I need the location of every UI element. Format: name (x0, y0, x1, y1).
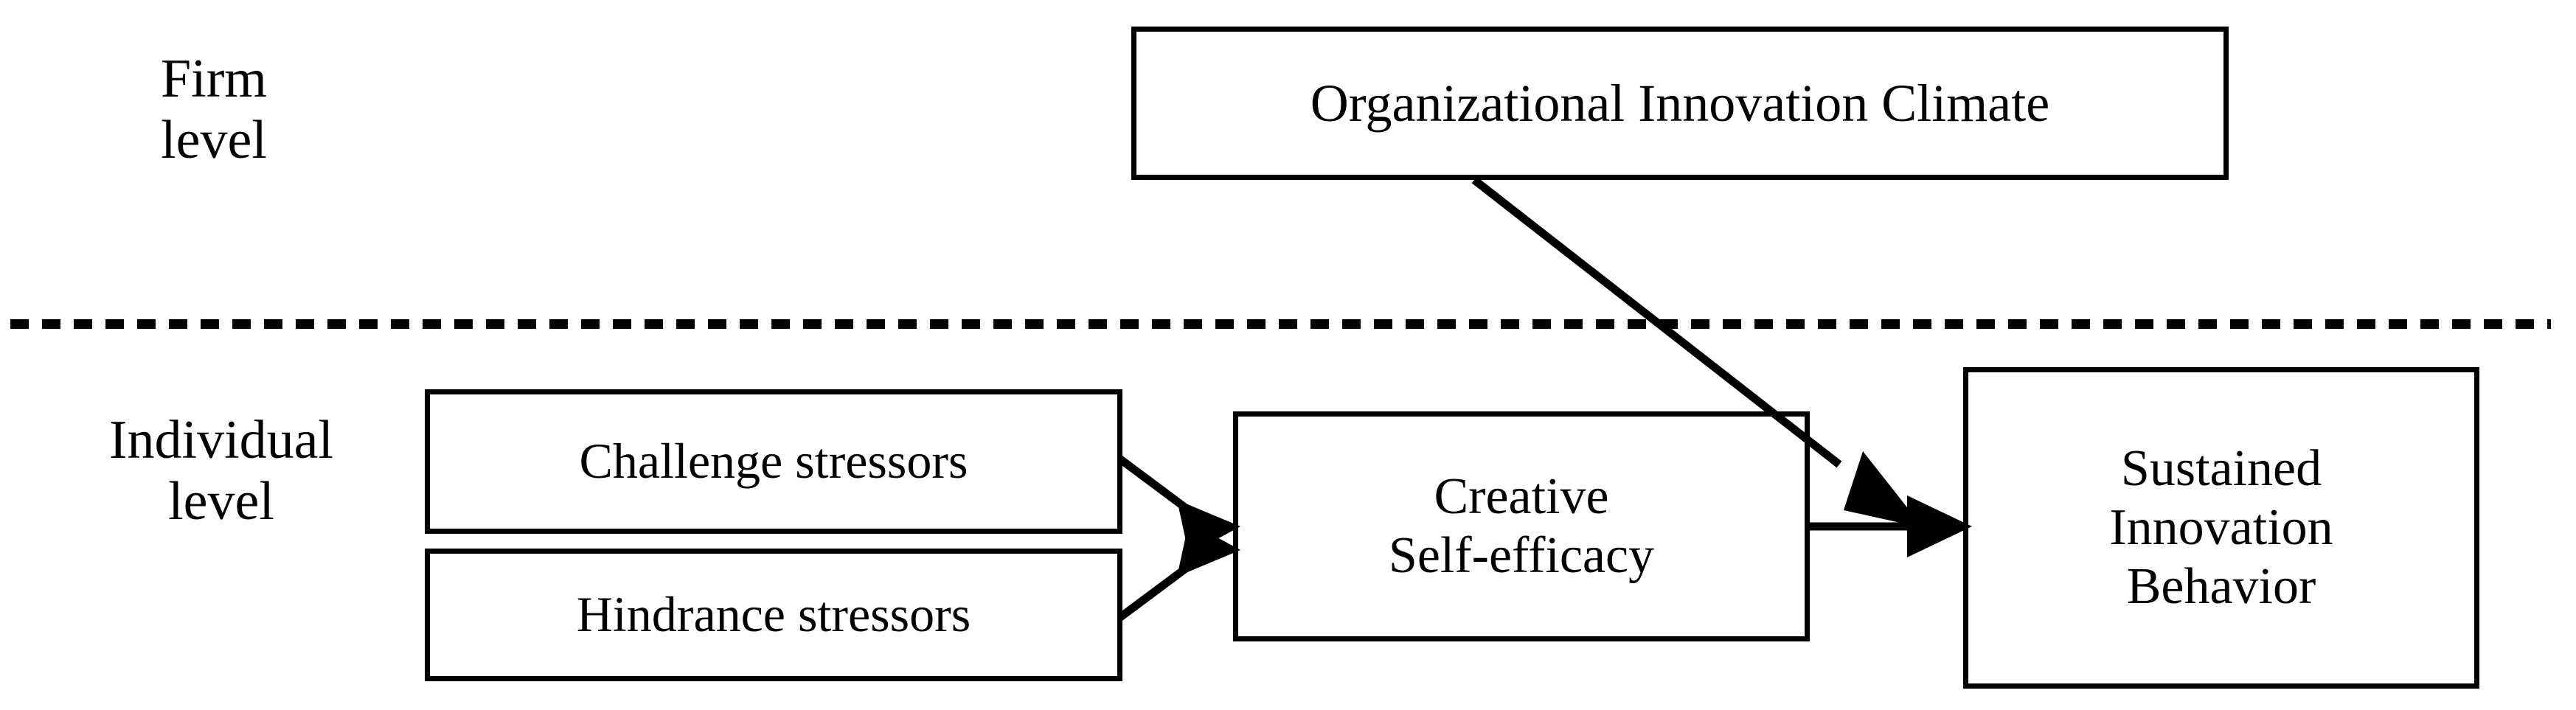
edge-creative-self-efficacy-to-sustained-innovation-behavior (1810, 495, 1972, 557)
node-label-hindrance-stressors: Hindrance stressors (576, 586, 971, 643)
node-sustained-innovation-behavior[interactable]: Sustained Innovation Behavior (1963, 367, 2479, 689)
node-label-creative-self-efficacy: Creative Self-efficacy (1388, 468, 1655, 584)
node-label-organizational-innovation-climate: Organizational Innovation Climate (1310, 73, 2050, 133)
edge-challenge-to-creative-self-efficacy (1117, 455, 1240, 554)
firm-level-label: Firm level (161, 49, 267, 170)
individual-level-label: Individual level (108, 410, 334, 532)
node-challenge-stressors[interactable]: Challenge stressors (425, 389, 1122, 534)
node-label-sustained-innovation-behavior: Sustained Innovation Behavior (2109, 440, 2333, 615)
node-label-challenge-stressors: Challenge stressors (579, 433, 968, 490)
edge-hindrance-to-creative-self-efficacy (1117, 522, 1240, 622)
node-creative-self-efficacy[interactable]: Creative Self-efficacy (1233, 411, 1810, 641)
node-hindrance-stressors[interactable]: Hindrance stressors (425, 549, 1122, 681)
level-divider-dashed-line (10, 319, 2551, 329)
node-organizational-innovation-climate[interactable]: Organizational Innovation Climate (1131, 27, 2229, 180)
